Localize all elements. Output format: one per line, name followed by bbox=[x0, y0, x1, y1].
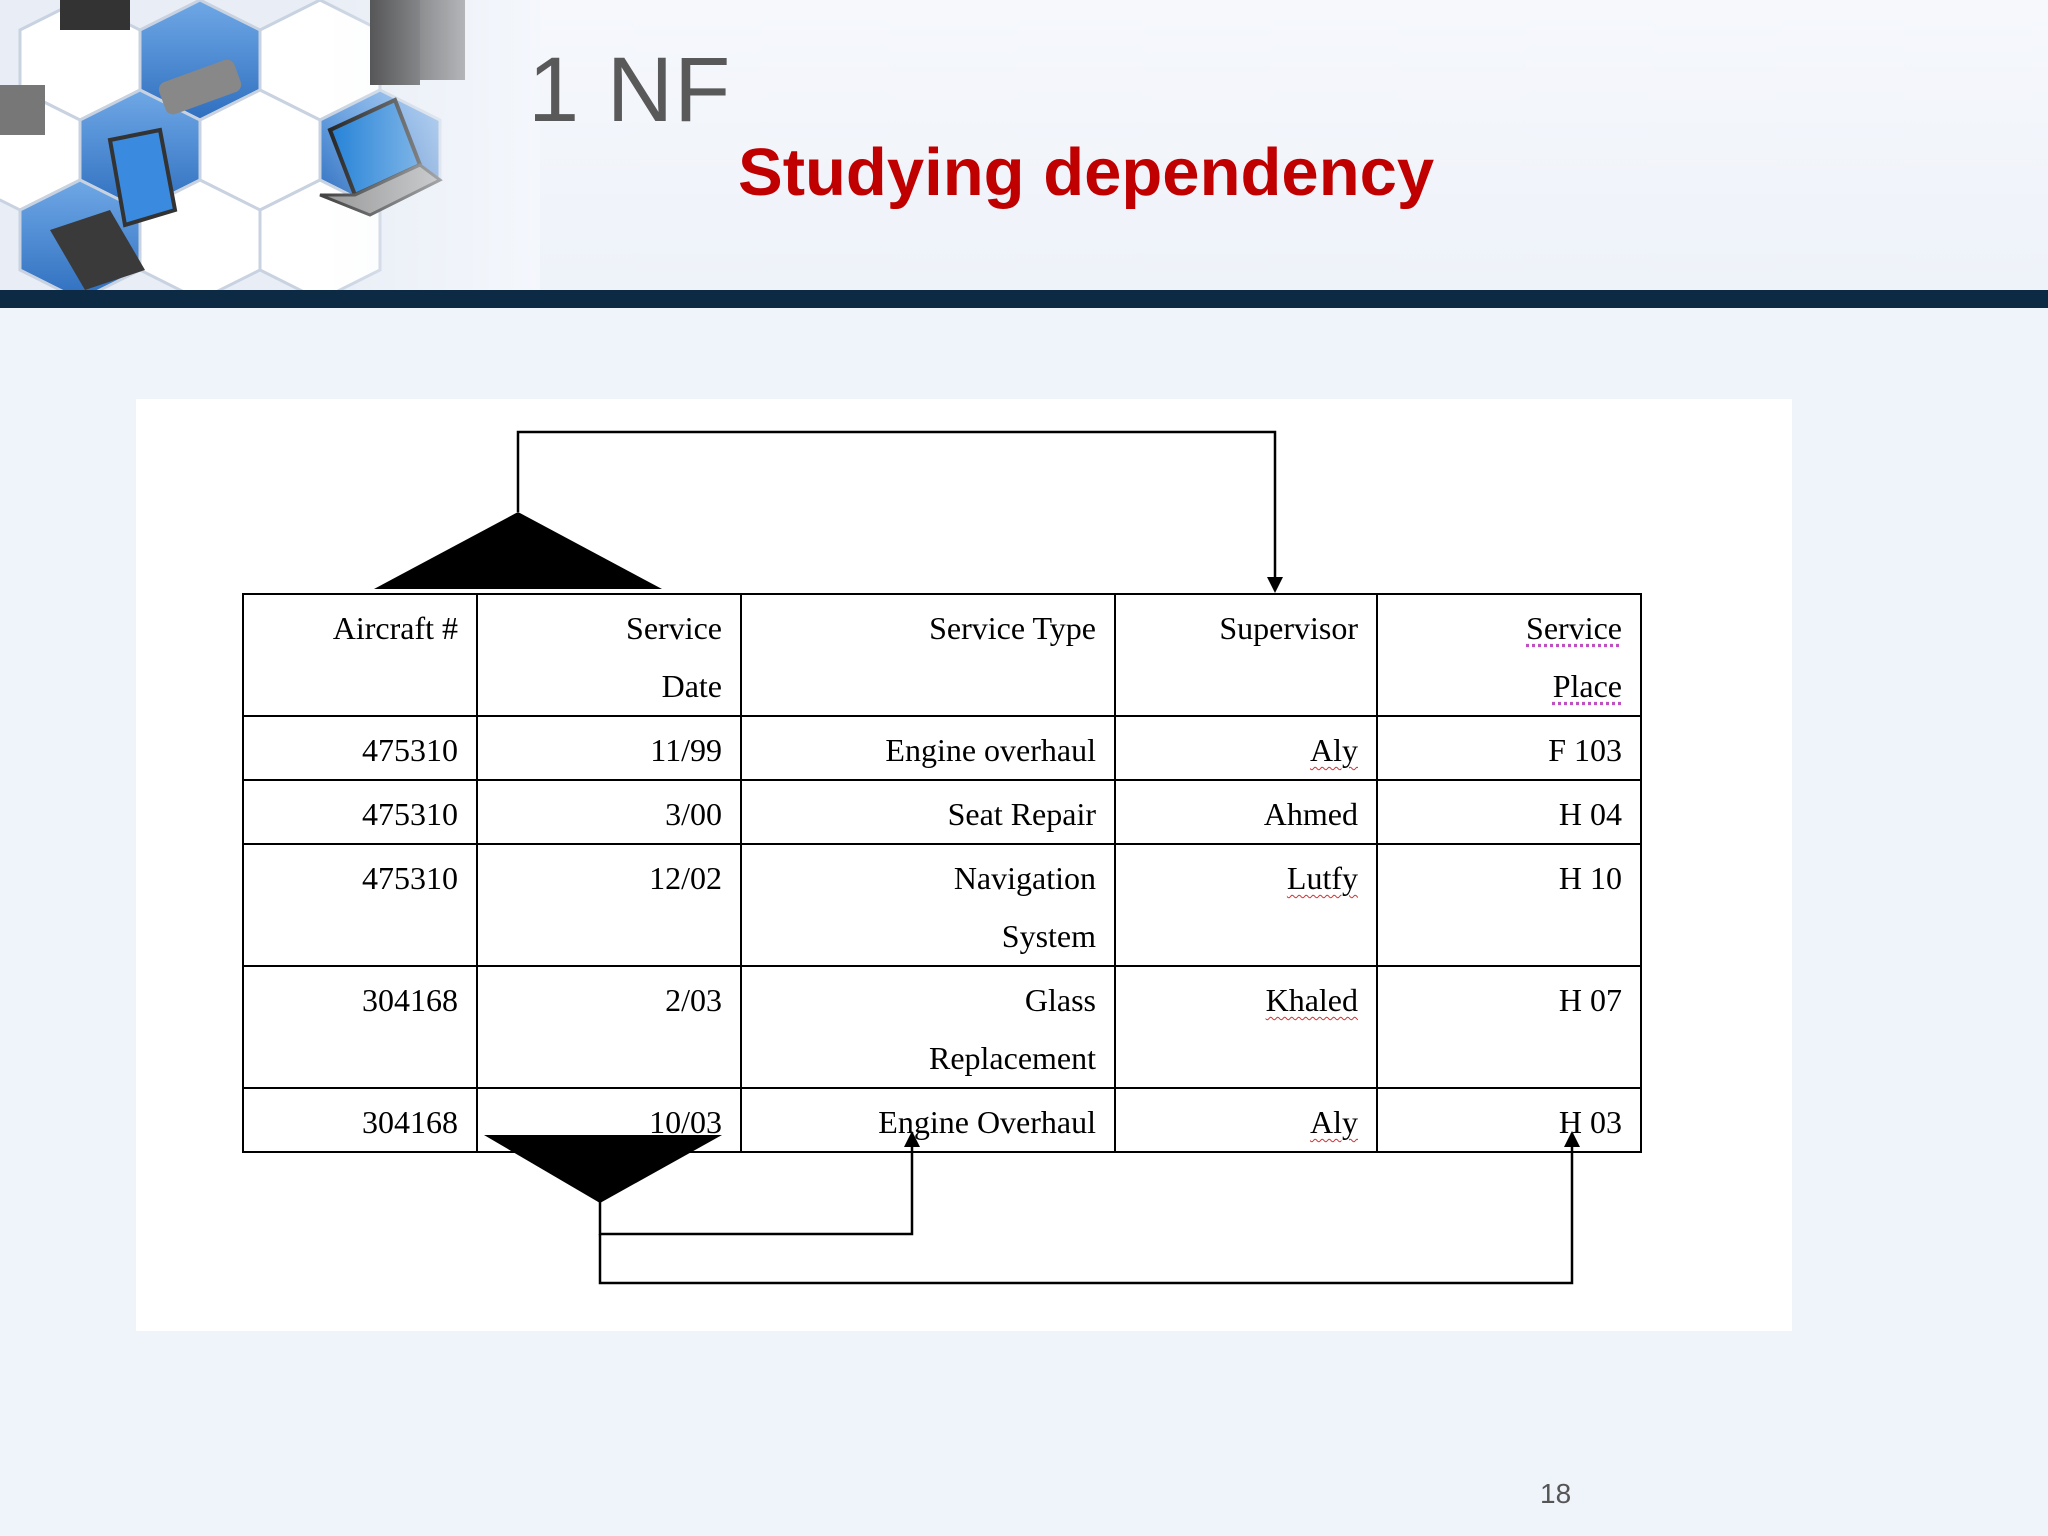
cell-supervisor: Aly bbox=[1114, 1087, 1378, 1153]
page-number: 18 bbox=[1540, 1478, 1572, 1509]
cell-aircraft: 475310 bbox=[242, 779, 478, 845]
slide-title: 1 NF bbox=[528, 39, 732, 141]
cell-service-type: Engine Overhaul bbox=[740, 1087, 1116, 1153]
cell-service-date: 2/03 bbox=[476, 965, 742, 1089]
table-row: 304168 10/03 Engine Overhaul Aly H 03 bbox=[242, 1087, 1642, 1153]
cell-service-date: 3/00 bbox=[476, 779, 742, 845]
dependency-arrows bbox=[374, 430, 1580, 1285]
cell-service-type: Seat Repair bbox=[740, 779, 1116, 845]
table-row: 475310 11/99 Engine overhaul Aly F 103 bbox=[242, 715, 1642, 781]
cell-service-place: H 07 bbox=[1376, 965, 1642, 1089]
service-type-dependency-line bbox=[598, 1133, 914, 1236]
cell-service-type: Engine overhaul bbox=[740, 715, 1116, 781]
cell-service-place: H 10 bbox=[1376, 843, 1642, 967]
header-divider-bar bbox=[0, 290, 2048, 308]
cell-supervisor: Aly bbox=[1114, 715, 1378, 781]
cell-service-date: 12/02 bbox=[476, 843, 742, 967]
cell-service-date: 11/99 bbox=[476, 715, 742, 781]
key-bottom-triangle bbox=[484, 1135, 722, 1203]
service-place-dependency-line bbox=[598, 1133, 1574, 1285]
header-aircraft: Aircraft # bbox=[242, 593, 478, 717]
cell-aircraft: 304168 bbox=[242, 1087, 478, 1153]
cell-service-date: 10/03 bbox=[476, 1087, 742, 1153]
header-supervisor: Supervisor bbox=[1114, 593, 1378, 717]
header-service-type: Service Type bbox=[740, 593, 1116, 717]
table-row: 475310 3/00 Seat Repair Ahmed H 04 bbox=[242, 779, 1642, 845]
cell-supervisor: Ahmed bbox=[1114, 779, 1378, 845]
cell-supervisor: Khaled bbox=[1114, 965, 1378, 1089]
cell-aircraft: 304168 bbox=[242, 965, 478, 1089]
cell-service-place: H 04 bbox=[1376, 779, 1642, 845]
cell-service-place: H 03 bbox=[1376, 1087, 1642, 1153]
slide-header: 1 NF Studying dependency bbox=[0, 0, 2048, 290]
computer-network-hexagon-art bbox=[0, 0, 540, 290]
slide-subtitle: Studying dependency bbox=[738, 135, 1435, 210]
cell-supervisor: Lutfy bbox=[1114, 843, 1378, 967]
key-top-triangle bbox=[374, 512, 662, 589]
cell-service-place: F 103 bbox=[1376, 715, 1642, 781]
supervisor-arrowhead bbox=[1267, 577, 1283, 593]
cell-aircraft: 475310 bbox=[242, 715, 478, 781]
top-dependency-line bbox=[516, 430, 1277, 582]
cell-aircraft: 475310 bbox=[242, 843, 478, 967]
